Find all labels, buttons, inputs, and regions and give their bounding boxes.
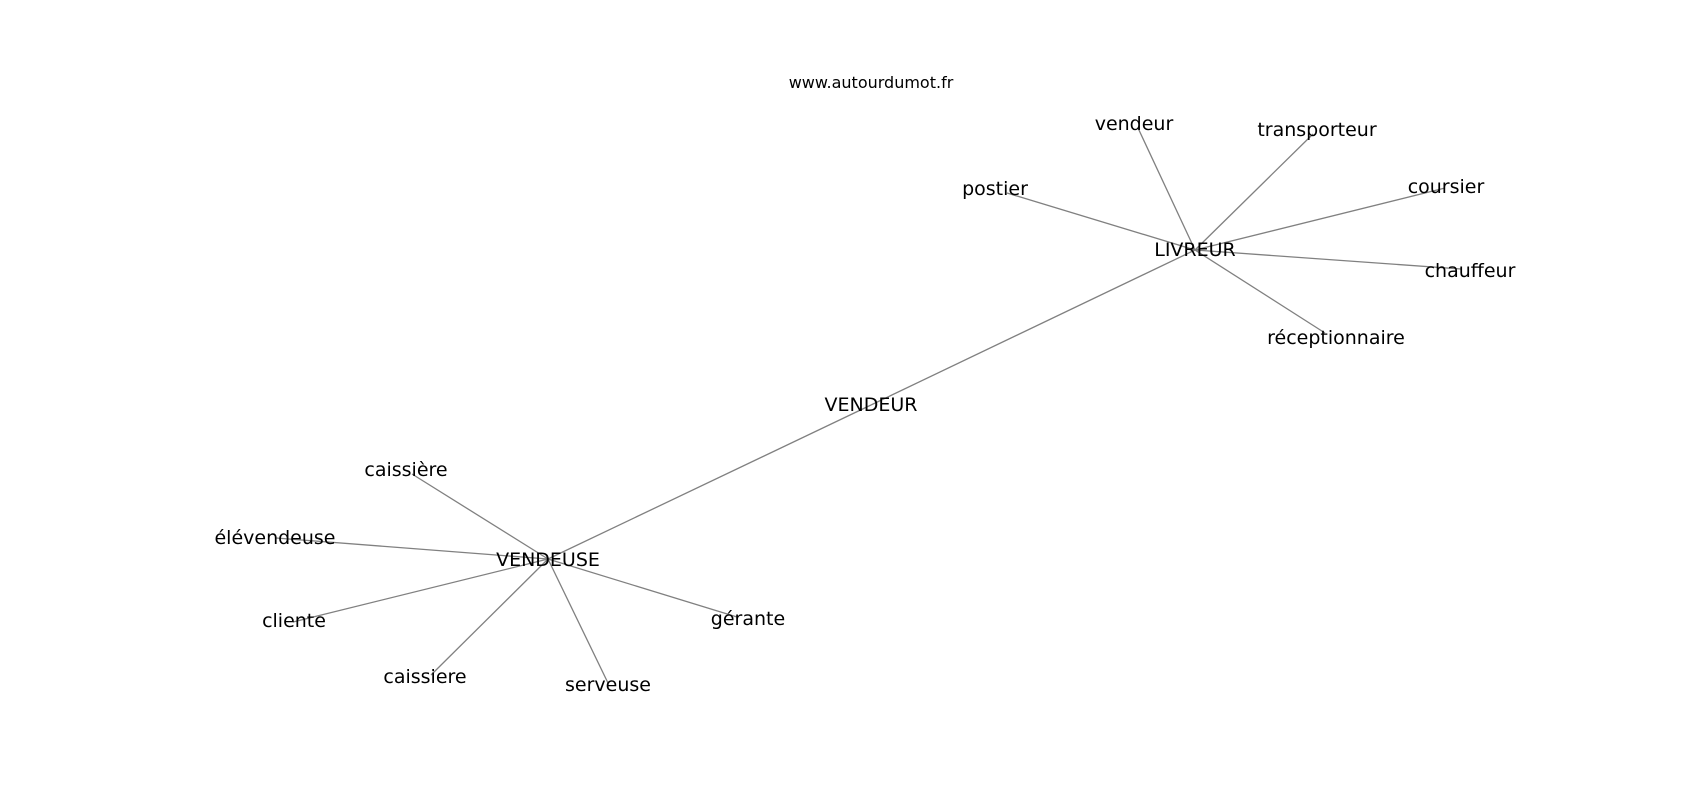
- node-elevendeuse: élévendeuse: [214, 527, 335, 549]
- node-gerante: gérante: [711, 608, 785, 630]
- edge-vendeuse-elevendeuse: [275, 537, 549, 560]
- node-coursier: coursier: [1408, 176, 1485, 198]
- node-postier: postier: [962, 178, 1028, 200]
- node-serveuse: serveuse: [565, 674, 651, 696]
- edge-livreur-vendeur: [1137, 127, 1196, 251]
- edge-vendeuse-serveuse: [547, 558, 609, 684]
- node-vendeur: vendeur: [1095, 113, 1174, 135]
- node-caissiere: caissiere: [383, 666, 466, 688]
- node-chauffeur: chauffeur: [1425, 260, 1516, 282]
- node-cliente: cliente: [262, 610, 326, 632]
- watermark-text: www.autourdumot.fr: [789, 73, 954, 92]
- node-hub-livreur: LIVREUR: [1154, 239, 1236, 261]
- node-receptionnaire: réceptionnaire: [1267, 327, 1405, 349]
- edge-vendeuse-caissiere-grave: [411, 473, 549, 560]
- node-transporteur: transporteur: [1257, 119, 1377, 141]
- edge-livreur-postier: [1006, 192, 1196, 251]
- edge-vendeur-livreur: [870, 249, 1196, 406]
- edge-livreur-coursier: [1194, 187, 1446, 251]
- edge-vendeuse-caissiere: [430, 558, 549, 676]
- node-hub-vendeuse: VENDEUSE: [496, 549, 600, 571]
- edge-vendeur-vendeuse: [547, 404, 872, 560]
- edges: [275, 127, 1462, 684]
- edge-livreur-receptionnaire: [1194, 249, 1326, 334]
- edge-livreur-transporteur: [1194, 133, 1314, 251]
- edge-vendeuse-cliente: [292, 558, 549, 623]
- edge-vendeuse-gerante: [547, 558, 738, 618]
- node-center: VENDEUR: [825, 394, 918, 416]
- edge-livreur-chauffeur: [1194, 249, 1462, 270]
- node-caissiere-grave: caissière: [364, 459, 447, 481]
- nodes: VENDEUR LIVREUR vendeur transporteur pos…: [214, 113, 1515, 696]
